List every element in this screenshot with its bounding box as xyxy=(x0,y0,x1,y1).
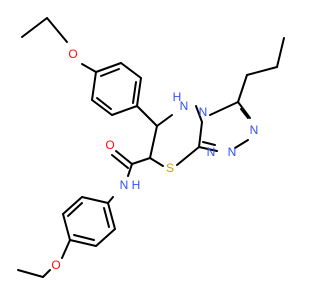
atom-nitrogen-ring-h: N xyxy=(180,99,189,113)
atom-sulfur-ring: S xyxy=(166,161,174,175)
molecule-structure: O O O N H N N N N S N H xyxy=(17,17,285,278)
atom-labels: O O O N H N N N N S N H xyxy=(51,47,258,272)
atom-oxygen-bottom: O xyxy=(51,258,60,272)
bond-lines xyxy=(17,17,285,278)
atom-nitrogen-triazole-bottom-1: N xyxy=(228,145,237,159)
atom-nitrogen-triazole-right: N xyxy=(250,123,259,137)
atom-oxygen-carbonyl: O xyxy=(105,138,114,152)
atom-oxygen-top: O xyxy=(68,47,77,61)
atom-nitrogen-ring: N xyxy=(199,105,208,119)
atom-nitrogen-triazole-bottom-2: N xyxy=(207,145,216,159)
atom-hydrogen-amide: H xyxy=(132,178,141,192)
atom-hydrogen-ring: H xyxy=(173,90,182,104)
atom-nitrogen-amide: N xyxy=(120,178,129,192)
